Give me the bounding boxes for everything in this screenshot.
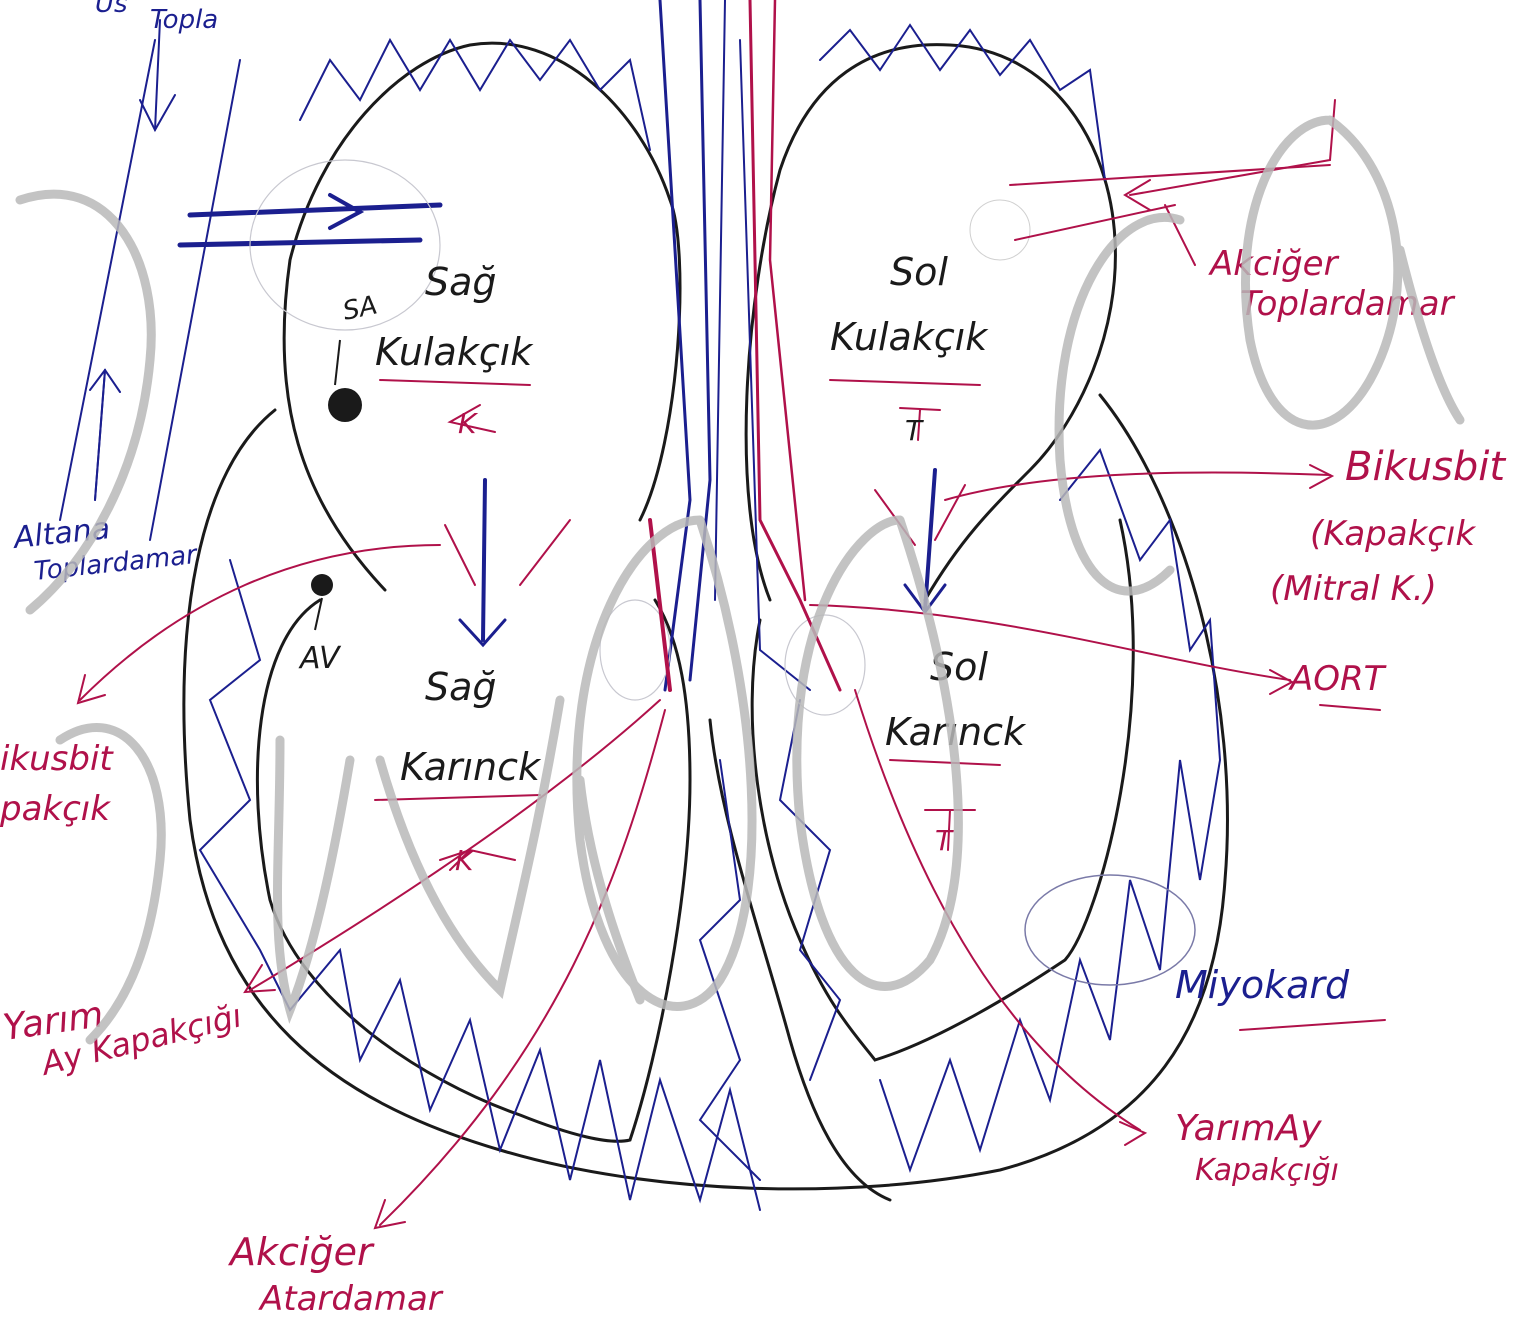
top-partial-1: Üs: [95, 0, 128, 19]
left-atrium-mark: T: [905, 414, 924, 447]
akciger-atardamar-2: Atardamar: [258, 1279, 444, 1319]
yarim-ay-right-2: Kapakçığı: [1195, 1153, 1339, 1188]
right-atrium-label-1: Sağ: [425, 260, 497, 304]
right-atrium-mark: K: [458, 407, 479, 440]
aort-label: AORT: [1288, 659, 1387, 699]
left-atrium-label-2: Kulakçık: [830, 315, 989, 359]
av-label: AV: [298, 641, 342, 676]
trikusbit-label-1: ikusbit: [0, 739, 114, 779]
red-leader-lines: [78, 0, 1385, 1228]
miyokard-label: Miyokard: [1175, 963, 1350, 1007]
right-atrium-label-2: Kulakçık: [375, 330, 534, 374]
right-ventricle-mark: K: [455, 844, 476, 877]
bikusbit-label-1: Bikusbit: [1345, 444, 1506, 490]
right-ventricle-label-2: Karınck: [400, 745, 542, 789]
bikusbit-label-3: (Mitral K.): [1270, 569, 1437, 609]
nodes: [311, 340, 362, 630]
bikusbit-label-2: (Kapakçık: [1310, 514, 1476, 554]
sa-node: [328, 388, 362, 422]
akciger-toplardamar-2: Toplardamar: [1240, 284, 1456, 324]
top-partial-2: Topla: [150, 5, 218, 35]
sa-label: SA: [340, 290, 380, 326]
trikusbit-label-2: pakçık: [0, 789, 111, 829]
akciger-toplardamar-1: Akciğer: [1208, 244, 1340, 284]
chamber-labels: SA Sağ Kulakçık K Sol Kulakçık T Sağ Kar…: [10, 0, 1027, 877]
left-atrium-label-1: Sol: [890, 250, 948, 294]
av-node: [311, 574, 333, 596]
left-ventricle-mark: T: [935, 824, 954, 857]
right-ventricle-label-1: Sağ: [425, 665, 497, 709]
yarim-ay-right-1: YarımAy: [1175, 1108, 1322, 1149]
akciger-atardamar-1: Akciğer: [227, 1230, 375, 1274]
